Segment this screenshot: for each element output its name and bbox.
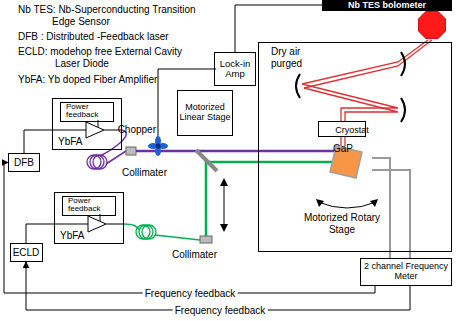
node-text: Nb TES bolometer bbox=[322, 0, 452, 11]
node-text: Lock-in Amp bbox=[215, 59, 255, 80]
bolometer-octagon bbox=[418, 11, 446, 39]
thz-beam bbox=[302, 40, 428, 121]
fiber-coil bbox=[90, 155, 104, 169]
signal-connector bbox=[26, 262, 410, 310]
fiber-coil bbox=[139, 225, 153, 239]
laser-box: ECLD bbox=[10, 243, 43, 262]
laser-beam bbox=[206, 162, 332, 236]
collimator bbox=[126, 147, 136, 155]
arrow-head bbox=[370, 199, 378, 207]
legend-note: ECLD: modehop free External Cavity Laser… bbox=[18, 46, 205, 70]
feedback-box: Power feedback bbox=[62, 196, 116, 216]
node-text: YbFA bbox=[58, 136, 82, 147]
amplifier-box: YbFA Power feedback bbox=[54, 192, 124, 244]
chopper-hub bbox=[156, 144, 161, 149]
part-label: Collimater bbox=[122, 167, 167, 179]
fiber-coil bbox=[93, 155, 107, 169]
arrow-head bbox=[316, 199, 324, 207]
fiber bbox=[106, 151, 126, 164]
fiber-connector bbox=[372, 158, 390, 258]
node-text: DFB bbox=[14, 157, 34, 168]
legend-note: Nb TES: Nb-Superconducting Transition Ed… bbox=[18, 4, 212, 28]
mirror bbox=[196, 150, 217, 171]
node-text: Motorized Linear Stage bbox=[178, 103, 232, 123]
signal-connector bbox=[235, 5, 322, 52]
amplifier-symbol bbox=[88, 216, 106, 232]
signal-connector bbox=[24, 130, 52, 153]
bolometer-shape bbox=[418, 11, 446, 39]
feedback-box: Power feedback bbox=[60, 102, 114, 122]
node-text: Cryostat bbox=[331, 125, 373, 135]
fiber bbox=[155, 235, 200, 240]
fiber-coil bbox=[142, 225, 156, 239]
crystal: GaP bbox=[322, 140, 372, 200]
signal-connector bbox=[26, 224, 54, 243]
laser-beam bbox=[136, 150, 334, 153]
bolometer: Nb TES bolometer bbox=[322, 0, 452, 40]
amplifier-box: YbFA Power feedback bbox=[52, 98, 122, 150]
edge-label: Frequency feedback bbox=[173, 305, 268, 316]
legend-note: YbFA: Yb doped Fiber Amplifier bbox=[18, 74, 157, 86]
curved-mirror bbox=[401, 52, 405, 76]
amplifier-box: Lock-in Amp bbox=[214, 52, 256, 86]
wire bbox=[54, 224, 88, 225]
node-text: Power feedback bbox=[66, 103, 106, 119]
arrow-head bbox=[220, 224, 228, 232]
part-label: Motorized Rotary Stage bbox=[300, 212, 384, 236]
part-label: Collimater bbox=[172, 249, 217, 261]
node-text: ECLD bbox=[13, 247, 40, 258]
thz-beam bbox=[304, 40, 432, 121]
edge-label: Frequency feedback bbox=[143, 288, 238, 299]
arrow-head bbox=[220, 178, 228, 186]
node-text: YbFA bbox=[60, 230, 84, 241]
wire bbox=[52, 130, 86, 131]
node-text: Dry air purged bbox=[271, 46, 313, 69]
curved-mirror bbox=[296, 74, 300, 98]
laser-box: DFB bbox=[8, 153, 40, 172]
fiber-coil bbox=[136, 225, 150, 239]
cryostat-box: Cryostat bbox=[318, 121, 366, 137]
motion-arrow bbox=[224, 182, 225, 228]
amplifier-symbol bbox=[86, 122, 104, 138]
legend-note: DFB : Distributed -Feedback laser bbox=[18, 31, 169, 43]
node-text: Power feedback bbox=[68, 197, 108, 213]
node-text: GaP bbox=[322, 143, 364, 198]
node-text: 2 channel Frequency Meter bbox=[361, 262, 451, 282]
signal-connector bbox=[4, 163, 375, 294]
collimator bbox=[200, 236, 212, 243]
wire bbox=[106, 224, 124, 225]
fiber-coil bbox=[87, 155, 101, 169]
stage-box: Motorized Linear Stage bbox=[177, 90, 233, 136]
meter-box: 2 channel Frequency Meter bbox=[360, 258, 452, 286]
part-label: Chopper bbox=[110, 124, 156, 136]
rotation-arrow bbox=[318, 202, 376, 208]
curved-mirror bbox=[401, 98, 405, 122]
